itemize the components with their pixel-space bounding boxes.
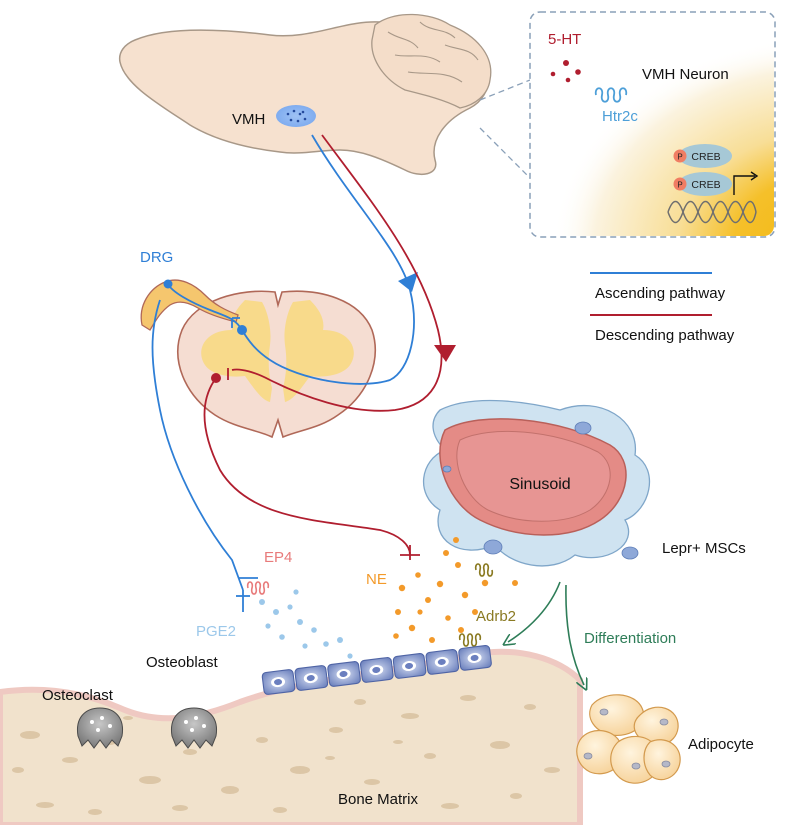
pge2-dots: [259, 589, 353, 659]
htr2c-label: Htr2c: [602, 108, 638, 125]
adrb2-receptor-osteoblast: [458, 633, 482, 647]
ep4-receptor: [246, 581, 270, 595]
vmh-nucleus: [276, 105, 316, 127]
phospho-1: P: [677, 153, 682, 162]
legend-ascending: Ascending pathway: [595, 285, 726, 302]
ne-label: NE: [366, 571, 387, 588]
descending-arrowhead: [434, 345, 456, 362]
osteoblast-label: Osteoblast: [146, 654, 219, 671]
sinusoid-label: Sinusoid: [509, 476, 570, 493]
osteoclast-label: Osteoclast: [42, 687, 114, 704]
pge2-label: PGE2: [196, 623, 236, 640]
creb-complex: P CREB P CREB: [673, 144, 732, 196]
drg-label: DRG: [140, 249, 173, 266]
osteoclast-cells: Osteoclast: [42, 687, 218, 749]
htr2c-receptor: [594, 87, 628, 103]
bone-matrix-label: Bone Matrix: [338, 791, 419, 808]
adipocyte-cluster: [576, 694, 681, 784]
descending-pathway: [203, 134, 443, 560]
phospho-2: P: [677, 181, 682, 190]
five-ht-dots: [550, 60, 581, 83]
adipocyte-label: Adipocyte: [688, 736, 754, 753]
vmh-neuron-inset: 5-HT VMH Neuron Htr2c P CREB P CREB: [529, 11, 776, 238]
ascending-pathway: [151, 134, 415, 612]
adrb2-receptor-msc: [474, 563, 494, 577]
five-ht-label: 5-HT: [548, 31, 581, 48]
creb-label-2: CREB: [691, 179, 720, 191]
vmh-label: VMH: [232, 111, 265, 128]
ascending-arrowhead: [398, 272, 418, 292]
adrb2-label: Adrb2: [476, 608, 516, 625]
osteoblast-layer: [261, 644, 492, 695]
sinusoid-vessel: Sinusoid Lepr+ MSCs: [423, 399, 746, 567]
legend-descending: Descending pathway: [595, 327, 735, 344]
ep4-label: EP4: [264, 549, 292, 566]
lepr-mscs-label: Lepr+ MSCs: [662, 540, 746, 557]
differentiation-arrows: [508, 581, 584, 685]
brain: VMH: [118, 13, 492, 176]
vmh-neuron-label: VMH Neuron: [642, 66, 729, 83]
transcription-arrow: [733, 175, 755, 195]
differentiation-label: Differentiation: [584, 630, 676, 647]
ne-dots: [393, 537, 518, 643]
creb-label-1: CREB: [691, 151, 720, 163]
legend: Ascending pathway Descending pathway: [590, 272, 735, 344]
